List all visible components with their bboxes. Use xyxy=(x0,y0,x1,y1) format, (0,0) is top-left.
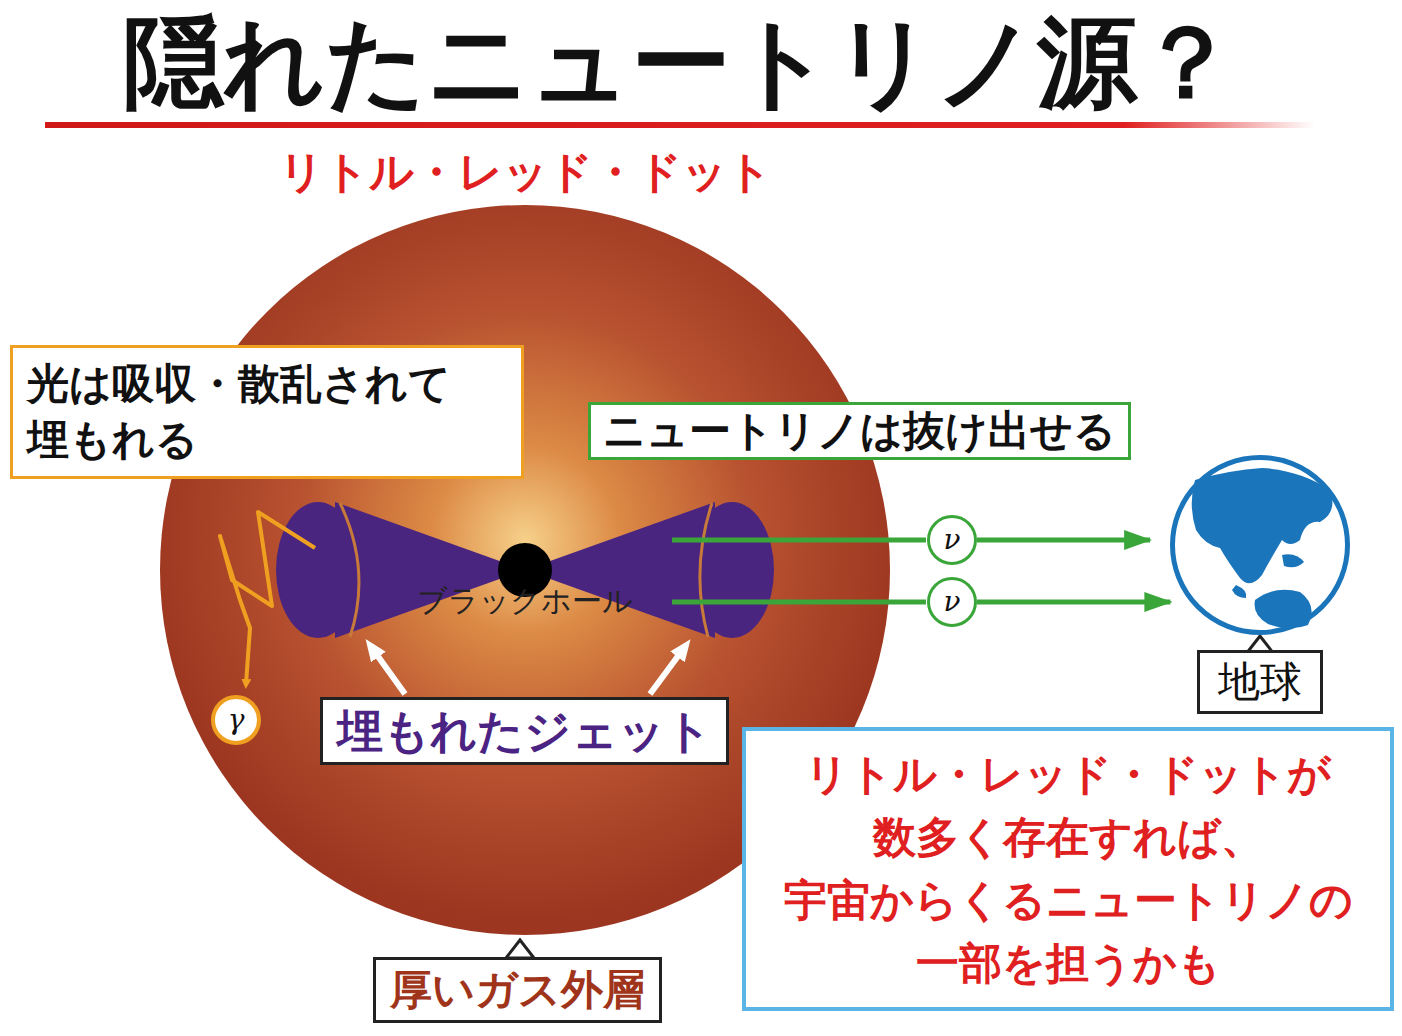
title: 隠れたニュートリノ源？ xyxy=(40,2,1320,122)
neutrino-arrow xyxy=(977,538,1150,543)
label-box: 埋もれたジェット xyxy=(320,697,729,765)
note-box: 光は吸収・散乱されて 埋もれる xyxy=(10,345,524,479)
node-text: 光は吸収・散乱されて 埋もれる xyxy=(27,356,507,468)
node-text: γ xyxy=(228,705,245,735)
leader-arrow xyxy=(372,648,405,694)
node-text: ニュートリノは抜け出せる xyxy=(603,407,1116,455)
note-box: ニュートリノは抜け出せる xyxy=(588,402,1131,460)
earth-globe xyxy=(1174,459,1346,631)
node-text: 地球 xyxy=(1197,650,1323,714)
photon-circle: γ xyxy=(211,695,261,745)
earth-node: 地球 xyxy=(1170,455,1350,635)
node-text: リトル・レッド・ドット xyxy=(120,147,930,197)
node-text: ブラックホール xyxy=(395,583,655,619)
neutrino-arrow xyxy=(977,600,1170,605)
node-text: リトル・レッド・ドットが 数多く存在すれば、 宇宙からくるニュートリノの 一部を… xyxy=(756,743,1380,995)
label-box: 厚いガス外層 xyxy=(373,957,662,1023)
node-text: ν xyxy=(943,525,960,555)
neutrino-circle: ν xyxy=(927,515,977,565)
message-box: リトル・レッド・ドットが 数多く存在すれば、 宇宙からくるニュートリノの 一部を… xyxy=(742,727,1394,1011)
node-text: ν xyxy=(943,587,960,617)
photon-path xyxy=(220,512,315,684)
node-text: 厚いガス外層 xyxy=(390,962,645,1018)
neutrino-line xyxy=(672,600,926,605)
node-text: 埋もれたジェット xyxy=(337,702,712,760)
title-underline xyxy=(45,122,1315,128)
neutrino-line xyxy=(672,538,926,543)
jets xyxy=(276,502,774,638)
leader-arrow xyxy=(650,648,684,694)
black-hole: ブラックホール xyxy=(498,543,552,597)
callout-tip xyxy=(506,940,534,958)
neutrino-circle: ν xyxy=(927,577,977,627)
